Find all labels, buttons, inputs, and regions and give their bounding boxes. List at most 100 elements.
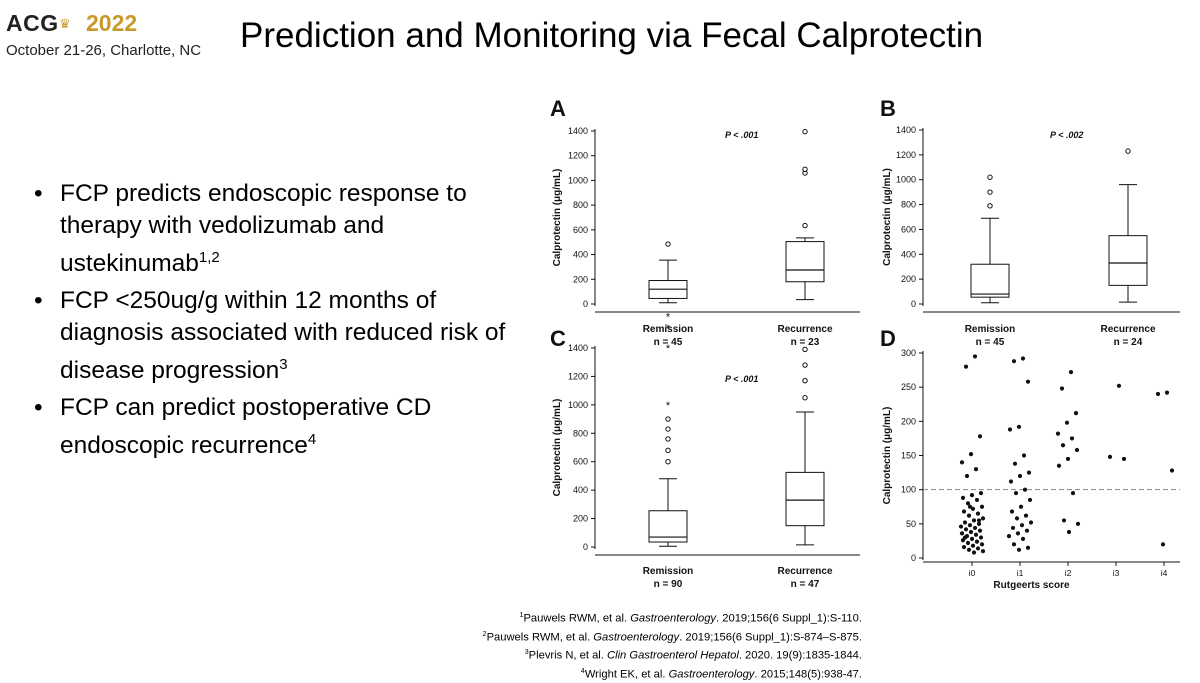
reference-authors: Wright EK, et al.: [584, 668, 669, 681]
reference-journal: Gastroenterology: [668, 668, 755, 681]
y-axis-label: Calprotectin (μg/mL): [882, 407, 893, 505]
bullet-text: FCP <250ug/g within 12 months of diagnos…: [60, 287, 506, 385]
scatter-point: [977, 434, 983, 439]
reference-journal: Gastroenterology: [593, 631, 680, 644]
outlier-point: [665, 416, 671, 422]
scatter-point: [969, 536, 975, 541]
scatter-point: [1055, 431, 1061, 436]
scatter-point: [1022, 487, 1028, 492]
bullet-citation: 4: [307, 431, 317, 449]
p-value-label: P < .001: [725, 130, 758, 140]
reference-item: 2Pauwels RWM, et al. Gastroenterology. 2…: [400, 627, 862, 646]
outlier-point: [802, 222, 808, 229]
scatter-point: [1070, 490, 1076, 496]
scatter-point: [966, 513, 972, 518]
scatter-point: [1020, 536, 1026, 541]
reference-details: . 2020. 19(9):1835-1844.: [738, 650, 862, 663]
y-tick-label: 600: [573, 225, 588, 235]
slide-title: Prediction and Monitoring via Fecal Calp…: [240, 16, 984, 55]
y-tick-label: 1200: [896, 150, 916, 160]
extreme-outlier-point: *: [666, 312, 671, 324]
reference-item: 1Pauwels RWM, et al. Gastroenterology. 2…: [400, 608, 862, 627]
scatter-point: [977, 528, 983, 533]
group-label: Remission: [965, 324, 1016, 335]
scatter-point: [969, 493, 975, 498]
scatter-point: [1116, 383, 1122, 388]
reference-authors: Plevris N, et al.: [528, 650, 607, 663]
reference-number: 4: [580, 668, 585, 676]
outlier-point: [665, 447, 671, 454]
y-tick-label: 300: [901, 348, 916, 358]
scatter-point: [959, 460, 965, 465]
reference-number: 3: [524, 649, 529, 657]
scatter-point: [1073, 411, 1079, 416]
scatter-point: [1066, 529, 1072, 535]
scatter-point: [1107, 454, 1113, 459]
scatter-point: [1121, 456, 1127, 462]
scatter-point: [976, 521, 982, 526]
outlier-point: [665, 241, 671, 247]
scatter-point: [1056, 463, 1062, 468]
scatter-point: [1015, 531, 1021, 536]
outlier-point: [802, 377, 808, 384]
scatter-point: [961, 509, 967, 514]
y-tick-label: 1400: [896, 125, 916, 135]
outlier-point: [665, 459, 671, 465]
scatter-point: [962, 535, 968, 540]
panel-letter: B: [880, 96, 896, 121]
scatter-point: [979, 542, 985, 547]
outlier-point: [1125, 148, 1131, 154]
y-tick-label: 1400: [568, 126, 588, 136]
y-tick-label: 400: [901, 249, 916, 259]
scatter-point: [1010, 525, 1016, 531]
scatter-point: [968, 452, 974, 457]
y-tick-label: 1000: [896, 175, 916, 185]
extreme-outlier-point: *: [666, 343, 671, 355]
group-n-label: n = 47: [791, 579, 820, 590]
scatter-point: [1021, 453, 1027, 458]
y-tick-label: 800: [573, 428, 588, 438]
scatter-point: [1018, 504, 1024, 509]
y-tick-label: 200: [901, 274, 916, 284]
panel-letter: D: [880, 326, 896, 351]
bullet-dot-icon: •: [34, 180, 43, 207]
scatter-point: [970, 543, 976, 548]
logo-year-text: 2022: [86, 10, 138, 36]
p-value-label: P < .002: [1050, 130, 1083, 140]
y-tick-label: 400: [573, 250, 588, 260]
bullet-item: •FCP <250ug/g within 12 months of diagno…: [32, 285, 532, 387]
scatter-point: [1023, 513, 1029, 518]
y-tick-label: 200: [573, 514, 588, 524]
scatter-point: [1011, 542, 1017, 547]
group-label: Recurrence: [1100, 324, 1155, 335]
outlier-point: [802, 395, 808, 401]
group-label: Remission: [643, 324, 694, 335]
scatter-point: [961, 544, 967, 550]
x-tick-label: i1: [1017, 568, 1024, 578]
scatter-point: [973, 467, 979, 472]
y-tick-label: 0: [583, 299, 588, 309]
scatter-point: [967, 523, 973, 528]
y-tick-label: 100: [901, 485, 916, 495]
scatter-point: [1016, 547, 1022, 552]
scatter-point: [968, 529, 974, 535]
outlier-point: [802, 362, 808, 368]
scatter-point: [975, 511, 981, 516]
p-value-label: P < .001: [725, 374, 758, 384]
scatter-point: [972, 354, 978, 359]
y-tick-label: 600: [573, 457, 588, 467]
reference-details: . 2019;156(6 Suppl_1):S-874–S-875.: [679, 631, 862, 644]
scatter-point: [1069, 436, 1075, 441]
y-tick-label: 600: [901, 224, 916, 234]
scatter-point: [980, 516, 986, 521]
reference-item: 4Wright EK, et al. Gastroenterology. 201…: [400, 664, 862, 683]
outlier-point: [802, 166, 808, 173]
y-tick-label: 1200: [568, 371, 588, 381]
scatter-point: [959, 531, 965, 536]
y-tick-label: 0: [911, 299, 916, 309]
scatter-point: [1068, 370, 1074, 375]
